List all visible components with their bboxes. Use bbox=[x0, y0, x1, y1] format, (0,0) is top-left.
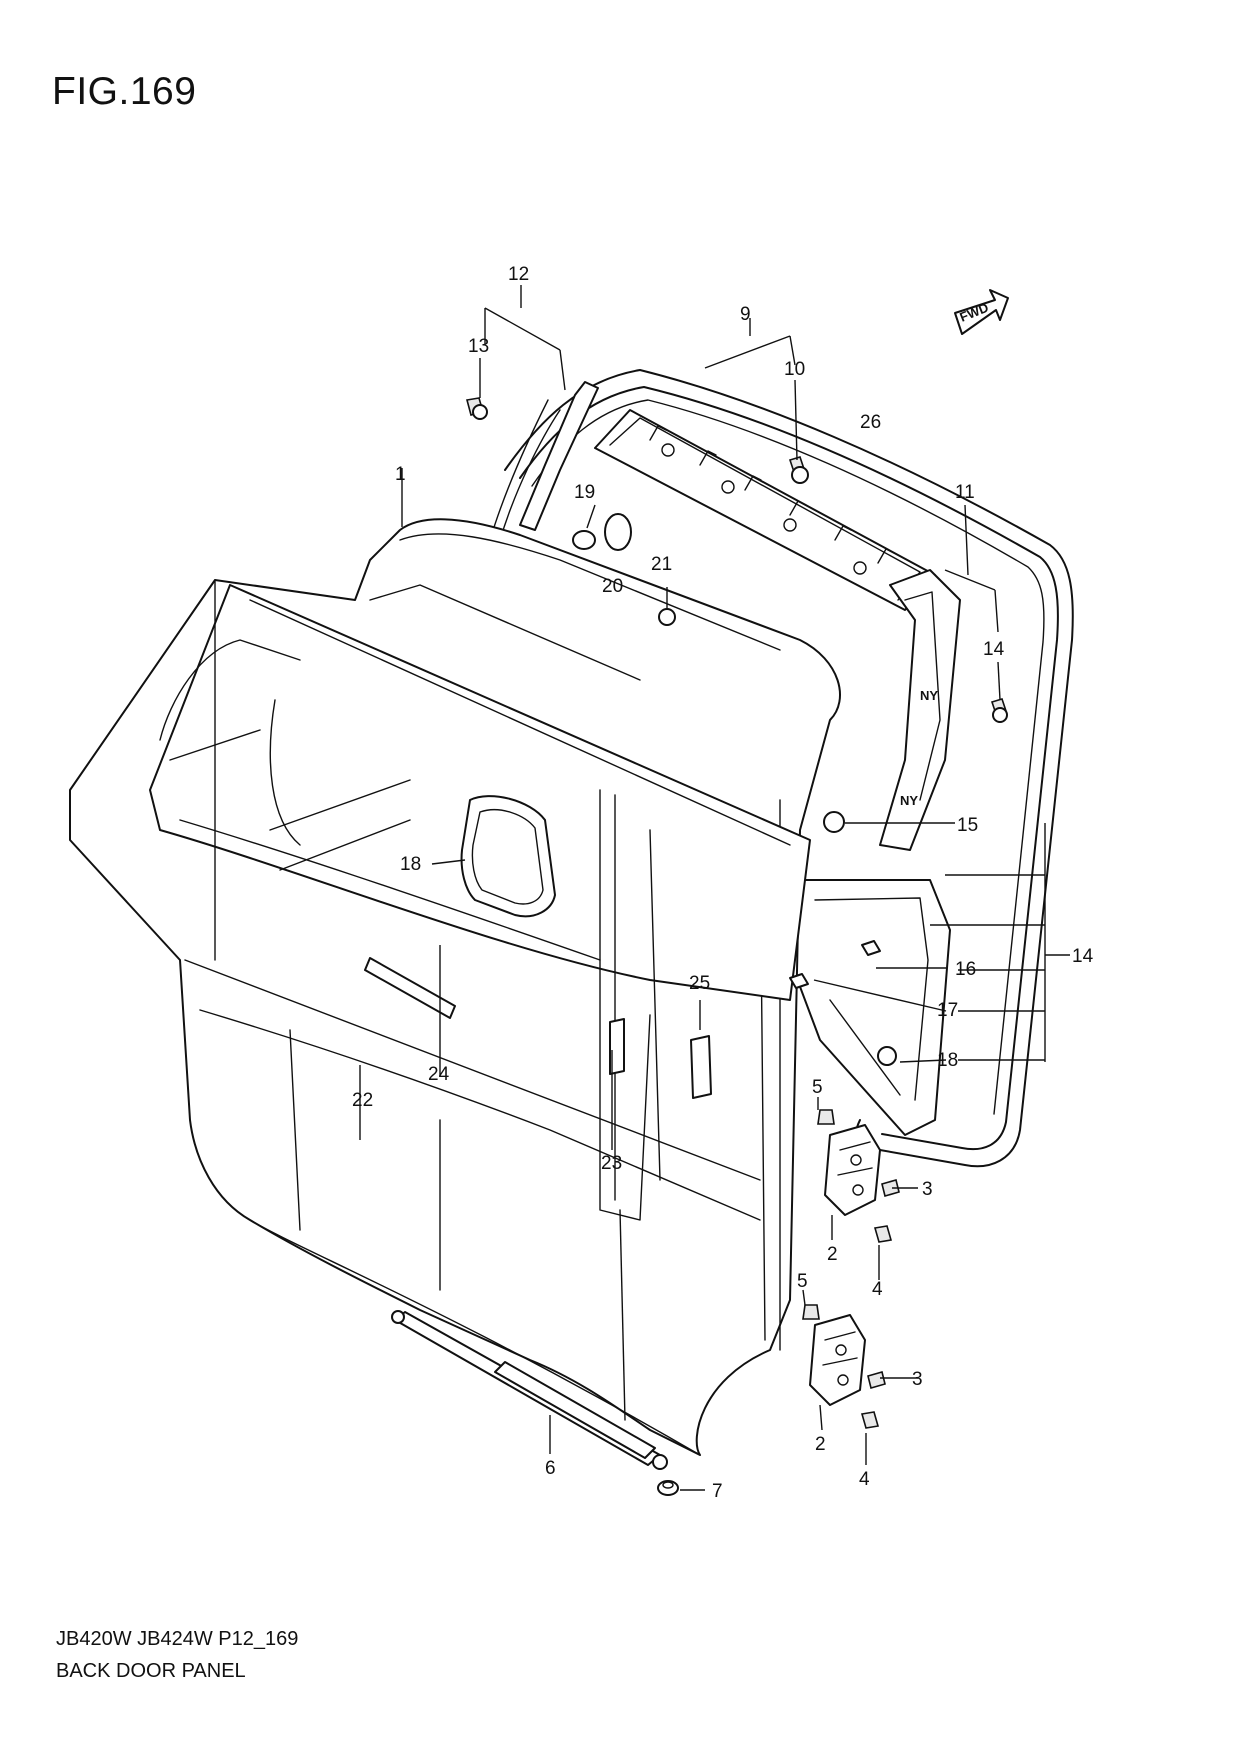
callout-2-upper: 2 bbox=[827, 1244, 838, 1265]
callout-15: 16 bbox=[955, 959, 976, 980]
callout-1: 1 bbox=[395, 464, 406, 485]
weatherstrip-part-26 bbox=[504, 369, 1074, 1168]
callout-21: 21 bbox=[651, 554, 672, 575]
callout-9: 10 bbox=[784, 359, 805, 380]
callout-25: 25 bbox=[689, 973, 710, 994]
hinge-upper-part-2 bbox=[824, 1124, 881, 1216]
window-frame bbox=[69, 579, 811, 1001]
callout-3-lower: 3 bbox=[912, 1369, 923, 1390]
callout-23: 23 bbox=[601, 1153, 622, 1174]
svg-text:NY: NY bbox=[920, 688, 938, 703]
model-code: JB420W JB424W P12_169 bbox=[56, 1628, 299, 1650]
callout-5-lower: 5 bbox=[797, 1271, 808, 1292]
callout-20: 20 bbox=[602, 576, 623, 597]
hinge-lower-part-2 bbox=[809, 1314, 866, 1406]
figure-name: BACK DOOR PANEL bbox=[56, 1660, 246, 1682]
figure-title: FIG.169 bbox=[52, 70, 197, 113]
garnish-part-24 bbox=[364, 957, 456, 1019]
nut-part-7 bbox=[657, 1480, 679, 1496]
callout-12-right: 14 bbox=[983, 639, 1005, 660]
callout-4-lower: 4 bbox=[859, 1469, 870, 1490]
pillar-trim-part-11 bbox=[489, 381, 599, 541]
callout-5-upper: 5 bbox=[812, 1077, 823, 1098]
svg-text:NY: NY bbox=[900, 793, 918, 808]
callout-numbers: 12 13 9 10 26 11 14 1 19 20 21 18 15 14 … bbox=[352, 264, 1094, 1502]
callout-18: 18 bbox=[400, 854, 421, 875]
leader-lines bbox=[359, 285, 1070, 1491]
callout-10: 11 bbox=[955, 482, 975, 503]
callout-24: 24 bbox=[428, 1064, 450, 1085]
bolts bbox=[802, 1109, 900, 1429]
side-trim-part-10: NY NY bbox=[879, 569, 961, 851]
callout-4-upper: 4 bbox=[872, 1279, 883, 1300]
small-parts bbox=[466, 397, 1008, 1099]
callout-7: 7 bbox=[712, 1481, 723, 1502]
callout-2-lower: 2 bbox=[815, 1434, 826, 1455]
callout-19: 19 bbox=[574, 482, 595, 503]
glass-run-part-22-23 bbox=[599, 789, 661, 1221]
callout-6: 6 bbox=[545, 1458, 556, 1479]
callout-12-left: 13 bbox=[468, 336, 489, 357]
callout-14: 15 bbox=[957, 815, 978, 836]
callout-16: 17 bbox=[937, 1000, 958, 1021]
gas-strut-part-6 bbox=[391, 1310, 668, 1470]
callout-11: 12 bbox=[508, 264, 529, 285]
callout-13: 14 bbox=[1072, 946, 1094, 967]
callout-3-upper: 3 bbox=[922, 1179, 933, 1200]
fwd-arrow-icon: FWD bbox=[954, 289, 1009, 335]
upper-trim-part-8 bbox=[594, 409, 936, 611]
callout-17: 18 bbox=[937, 1050, 958, 1071]
callout-8: 9 bbox=[740, 304, 751, 325]
callout-26: 26 bbox=[860, 412, 881, 433]
cover-part-18 bbox=[460, 795, 556, 918]
callout-22: 22 bbox=[352, 1090, 373, 1111]
